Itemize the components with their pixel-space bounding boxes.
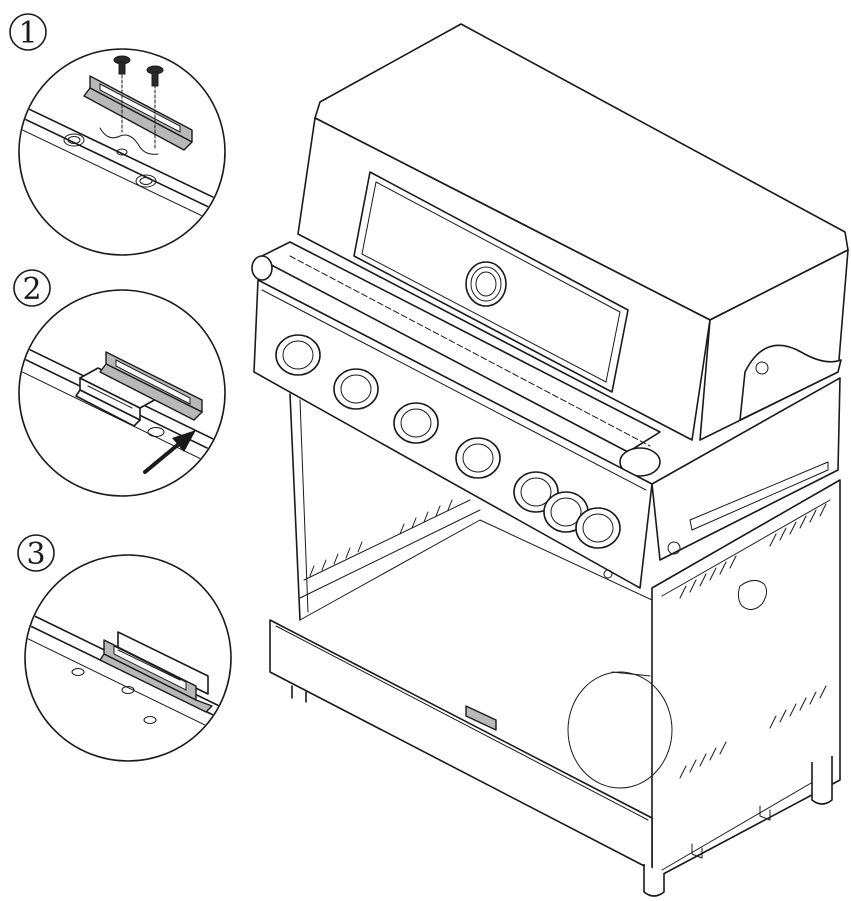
- cart-foot: [643, 864, 665, 897]
- cart-foot: [811, 756, 833, 805]
- control-knob-icon: [275, 334, 321, 376]
- step-2-detail: 2: [13, 269, 226, 497]
- firebox-side: [651, 377, 841, 561]
- grill-illustration: [251, 23, 849, 897]
- screw-icon: [146, 65, 164, 151]
- arrow-icon: [143, 430, 196, 474]
- step-1-zoom-circle: [18, 48, 226, 256]
- step-3-number-circle: [17, 534, 55, 572]
- control-knob-icon: [575, 507, 621, 549]
- step-1-number-circle: [9, 13, 47, 51]
- step-3-zoom-circle: [24, 554, 232, 762]
- step-1-detail: 1: [9, 13, 226, 256]
- thermometer-icon: [465, 261, 507, 307]
- screw-icon: [113, 55, 131, 133]
- lid-handle: [257, 241, 661, 453]
- cart-latch: [465, 705, 497, 731]
- step-3-detail: 3: [17, 534, 232, 762]
- cart-base-front: [269, 619, 653, 871]
- control-knob-icon: [393, 402, 439, 444]
- control-knob-icon: [455, 437, 501, 479]
- cart-side-panel: [651, 479, 841, 881]
- control-knob-icon: [333, 368, 379, 410]
- cart-left-post: [289, 393, 301, 621]
- step-2-number-circle: [13, 269, 51, 307]
- step-2-number: 2: [22, 272, 41, 307]
- step-3-number: 3: [26, 537, 45, 572]
- step-1-number: 1: [18, 16, 37, 51]
- step-2-zoom-circle: [18, 289, 226, 497]
